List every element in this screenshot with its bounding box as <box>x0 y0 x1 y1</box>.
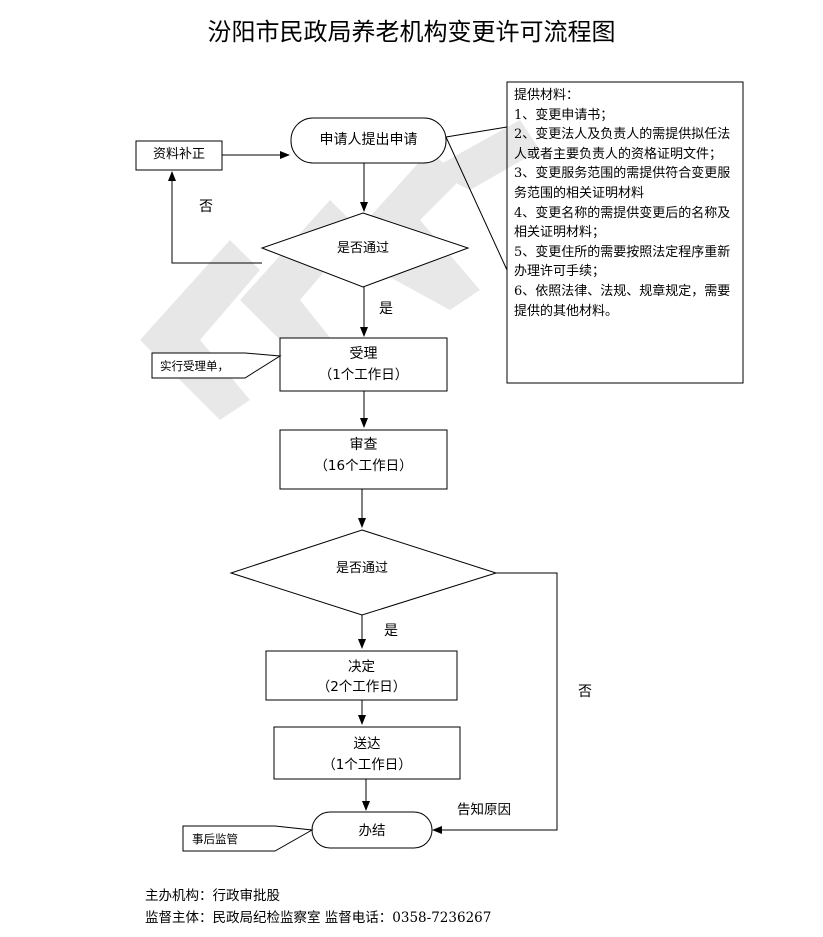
edge-label-no2: 否 <box>578 684 592 700</box>
decision-days-label: （2个工作日） <box>316 679 407 695</box>
delivery-days-label: （1个工作日） <box>322 757 412 773</box>
review-node <box>279 429 448 490</box>
callout-line-bottom <box>445 136 508 271</box>
edge-label-inform-reason: 告知原因 <box>457 802 511 818</box>
edge-label-no1: 否 <box>199 199 213 215</box>
page-title: 汾阳市民政局养老机构变更许可流程图 <box>207 18 616 46</box>
accept-note-label: 实行受理单， <box>160 359 229 373</box>
review-label: 审查 <box>349 437 378 453</box>
apply-label: 申请人提出申请 <box>319 132 418 148</box>
check2-label: 是否通过 <box>335 561 388 576</box>
decision-label: 决定 <box>348 659 375 675</box>
materials-box <box>506 81 744 384</box>
edge-check2-no-to-finish <box>432 572 558 834</box>
accept-note-callout <box>151 352 282 379</box>
check1-node <box>260 212 470 288</box>
footer-supervisor: 监督主体：民政局纪检监察室 监督电话：0358-7236267 <box>145 910 492 926</box>
check1-label: 是否通过 <box>336 241 389 256</box>
materials-item: 3、变更服务范围的需提供符合变更服务范围的相关证明材料 <box>514 166 731 201</box>
materials-item: 5、变更住所的需要按照法定程序重新办理许可手续； <box>514 244 731 280</box>
delivery-node <box>273 726 461 780</box>
callout-line-top <box>445 126 508 138</box>
materials-item: 4、变更名称的需提供变更后的名称及相关证明材料； <box>514 205 731 241</box>
materials-list: 提供材料： 1、变更申请书； 2、变更法人及负责人的需提供拟任法人或者主要负责人… <box>514 86 738 321</box>
supplement-label: 资料补正 <box>152 147 205 162</box>
supervision-note-label: 事后监管 <box>192 832 238 846</box>
decision-node <box>265 650 458 701</box>
footer-organizer: 主办机构：行政审批股 <box>145 888 280 904</box>
materials-item: 2、变更法人及负责人的需提供拟任法人或者主要负责人的资格证明文件； <box>514 127 731 162</box>
apply-node <box>290 117 447 164</box>
materials-item: 1、变更申请书； <box>514 107 614 123</box>
review-days-label: （16个工作日） <box>314 458 413 474</box>
accept-days-label: （1个工作日） <box>318 367 409 383</box>
supervision-note-callout <box>182 825 314 852</box>
materials-heading: 提供材料： <box>514 88 580 103</box>
materials-item: 6、依照法律、法规、规章规定，需要提供的其他材料。 <box>514 283 731 319</box>
edge-check1-no-to-supplement <box>168 171 262 264</box>
edge-label-yes2: 是 <box>384 623 398 639</box>
delivery-label: 送达 <box>353 736 381 752</box>
finish-label: 办结 <box>358 823 386 839</box>
edge-label-yes1: 是 <box>379 301 393 317</box>
accept-label: 受理 <box>349 346 378 362</box>
